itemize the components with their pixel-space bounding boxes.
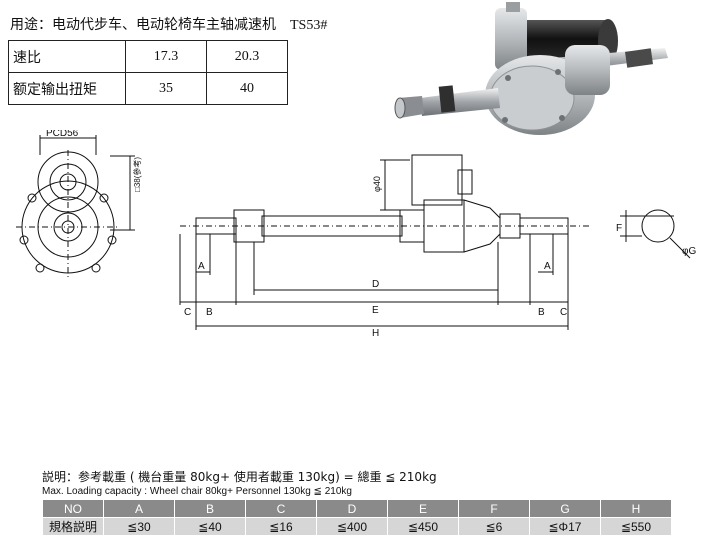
dim-h: H — [372, 328, 379, 339]
dim-b-left: B — [206, 307, 213, 318]
limits-header-cell: NO — [42, 499, 104, 518]
limits-header-cell: B — [174, 499, 246, 518]
left-shaft — [394, 85, 500, 119]
section-flat-label: F — [616, 223, 622, 234]
dim-d: D — [372, 279, 379, 290]
dim-c-left: C — [184, 307, 191, 318]
limits-header-cell: C — [245, 499, 317, 518]
note-english: Max. Loading capacity : Wheel chair 80kg… — [42, 486, 352, 497]
spec-table: 速比 17.3 20.3 额定输出扭矩 35 40 — [8, 40, 288, 105]
pcd-label: PCD56 — [46, 130, 79, 139]
side-dim-label: □38(參考) — [132, 157, 142, 192]
model-number: TS53# — [290, 18, 328, 33]
axle-view — [179, 154, 590, 330]
spec-label: 额定输出扭矩 — [8, 72, 126, 105]
shaft-section — [620, 209, 691, 259]
dim-a-right: A — [544, 261, 551, 272]
spec-value: 17.3 — [125, 40, 207, 73]
limits-value-cell: ≦40 — [174, 517, 246, 536]
limits-value-cell: ≦16 — [245, 517, 317, 536]
spec-value: 40 — [206, 72, 288, 105]
limits-header-cell: H — [600, 499, 672, 518]
limits-value-cell: ≦6 — [458, 517, 530, 536]
limits-table: NO A B C D E F G H 規格説明 ≦30 ≦40 ≦16 ≦400… — [42, 499, 672, 536]
note-chinese: 説明：参考載重 ( 機台重量 80kg+ 使用者載重 130kg) = 總重 ≦… — [42, 470, 437, 484]
limits-header-cell: G — [529, 499, 601, 518]
limits-value-cell: ≦450 — [387, 517, 459, 536]
spec-value: 35 — [125, 72, 207, 105]
spec-row-torque: 额定输出扭矩 35 40 — [8, 72, 288, 105]
limits-value-cell: ≦400 — [316, 517, 388, 536]
limits-header-cell: F — [458, 499, 530, 518]
limits-header-row: NO A B C D E F G H — [42, 499, 672, 518]
limits-header-cell: A — [103, 499, 175, 518]
spec-row-ratio: 速比 17.3 20.3 — [8, 40, 288, 73]
shaft-dia-label: φ40 — [372, 176, 382, 192]
limits-value-cell: ≦30 — [103, 517, 175, 536]
limits-header-cell: E — [387, 499, 459, 518]
title-text: 用途：电动代步车、电动轮椅车主轴减速机 — [10, 17, 276, 33]
dim-c-right: C — [560, 307, 567, 318]
section-dia-label: φG — [682, 246, 696, 257]
limits-value-cell: ≦550 — [600, 517, 672, 536]
limits-value-row: 規格説明 ≦30 ≦40 ≦16 ≦400 ≦450 ≦6 ≦Φ17 ≦550 — [42, 517, 672, 536]
spec-label: 速比 — [8, 40, 126, 73]
dim-e: E — [372, 305, 379, 316]
page-title: 用途：电动代步车、电动轮椅车主轴减速机 TS53# — [10, 14, 327, 34]
spec-value: 20.3 — [206, 40, 288, 73]
limits-header-cell: D — [316, 499, 388, 518]
motor-body — [495, 2, 618, 70]
technical-drawing: PCD56 □38(參考) φ40 A B C D E H A B C F φG — [16, 130, 696, 339]
front-view — [16, 135, 135, 280]
limits-value-cell: ≦Φ17 — [529, 517, 601, 536]
dim-a-left: A — [198, 261, 205, 272]
dim-b-right: B — [538, 307, 545, 318]
limits-value-cell: 規格説明 — [42, 517, 104, 536]
gearbox-housing — [485, 45, 610, 135]
product-photo — [394, 2, 668, 135]
